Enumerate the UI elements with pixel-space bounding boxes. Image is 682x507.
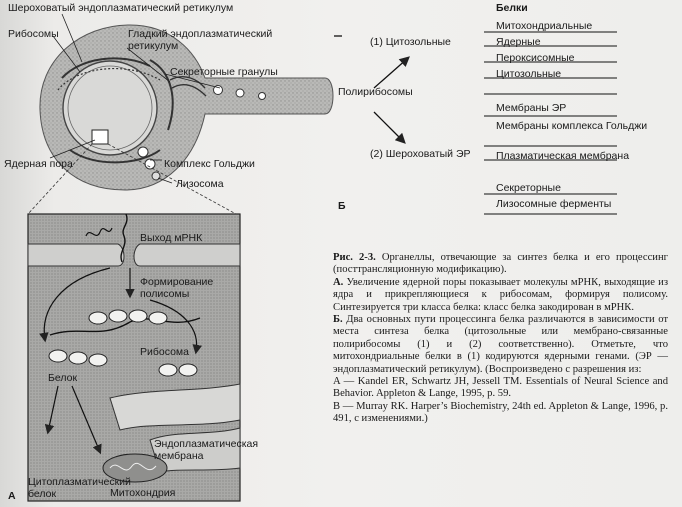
caption-b: Б. Два основных пути процессинга белка р…: [333, 314, 668, 376]
figure-caption: Рис. 2-3. Органеллы, отвечающие за синте…: [333, 252, 668, 426]
label-golgi: Комплекс Гольджи: [164, 158, 255, 170]
label-polysome-formation: Формирование полисомы: [140, 276, 214, 300]
panel-b-arrows: [334, 35, 410, 144]
protein-item: Цитозольные: [496, 68, 562, 80]
label-mrna-exit: Выход мРНК: [140, 232, 203, 244]
caption-title-number: Рис. 2-3.: [333, 252, 376, 263]
panel-b-path1: (1) Цитозольные: [370, 36, 451, 48]
label-er-membrane: Эндоплазматическая мембрана: [154, 438, 259, 462]
label-protein: Белок: [48, 372, 78, 384]
label-rough-er: Шероховатый эндоплазматический ретикулум: [8, 2, 234, 14]
protein-item: Митохондриальные: [496, 20, 593, 32]
panel-b-polyribosomes: Полирибосомы: [338, 86, 413, 98]
panel-b-path2: (2) Шероховатый ЭР: [370, 148, 471, 160]
caption-a-text: Увеличение ядерной поры показывает молек…: [333, 276, 668, 313]
protein-item: Пероксисомные: [496, 52, 575, 64]
label-lysosome: Лизосома: [176, 178, 224, 190]
label-ribosome: Рибосома: [140, 346, 189, 358]
protein-item: Мембраны ЭР: [496, 102, 567, 114]
label-nuclear-pore: Ядерная пора: [4, 158, 73, 170]
enlarged-pore-box: [27, 213, 241, 502]
caption-title-text: Органеллы, отвечающие за синтез белка и …: [333, 252, 668, 276]
protein-item: Секреторные: [496, 182, 561, 194]
panel-a-letter: А: [8, 490, 16, 502]
caption-ref-b: B — Murray RK. Harper’s Biochemistry, 24…: [333, 400, 668, 425]
protein-item: Мембраны комплекса Гольджи: [496, 120, 648, 132]
label-ribosomes: Рибосомы: [8, 28, 59, 40]
panel-b-header: Белки: [496, 2, 528, 14]
panel-b-letter: Б: [338, 200, 346, 212]
label-mitochondrion: Митохондрия: [110, 487, 176, 499]
protein-item: Ядерные: [496, 36, 541, 48]
caption-b-text: Два основных пути процессинга белка разл…: [333, 314, 668, 375]
label-cytoplasmic-protein: Цитоплазматический белок: [28, 476, 131, 500]
protein-item: Лизосомные ферменты: [496, 198, 612, 210]
caption-a-letter: А.: [333, 276, 344, 288]
label-secretory-granules: Секреторные гранулы: [170, 66, 278, 78]
label-smooth-er: Гладкий эндоплазматический ретикулум: [128, 28, 273, 52]
protein-item: Плазматическая мембрана: [496, 150, 630, 162]
caption-title: Рис. 2-3. Органеллы, отвечающие за синте…: [333, 252, 668, 277]
cell-illustration: [39, 24, 334, 191]
caption-ref-a: A — Kandel ER, Schwartz JH, Jessell TM. …: [333, 376, 668, 400]
caption-a: А. Увеличение ядерной поры показывает мо…: [333, 277, 668, 314]
caption-b-letter: Б.: [333, 314, 343, 326]
